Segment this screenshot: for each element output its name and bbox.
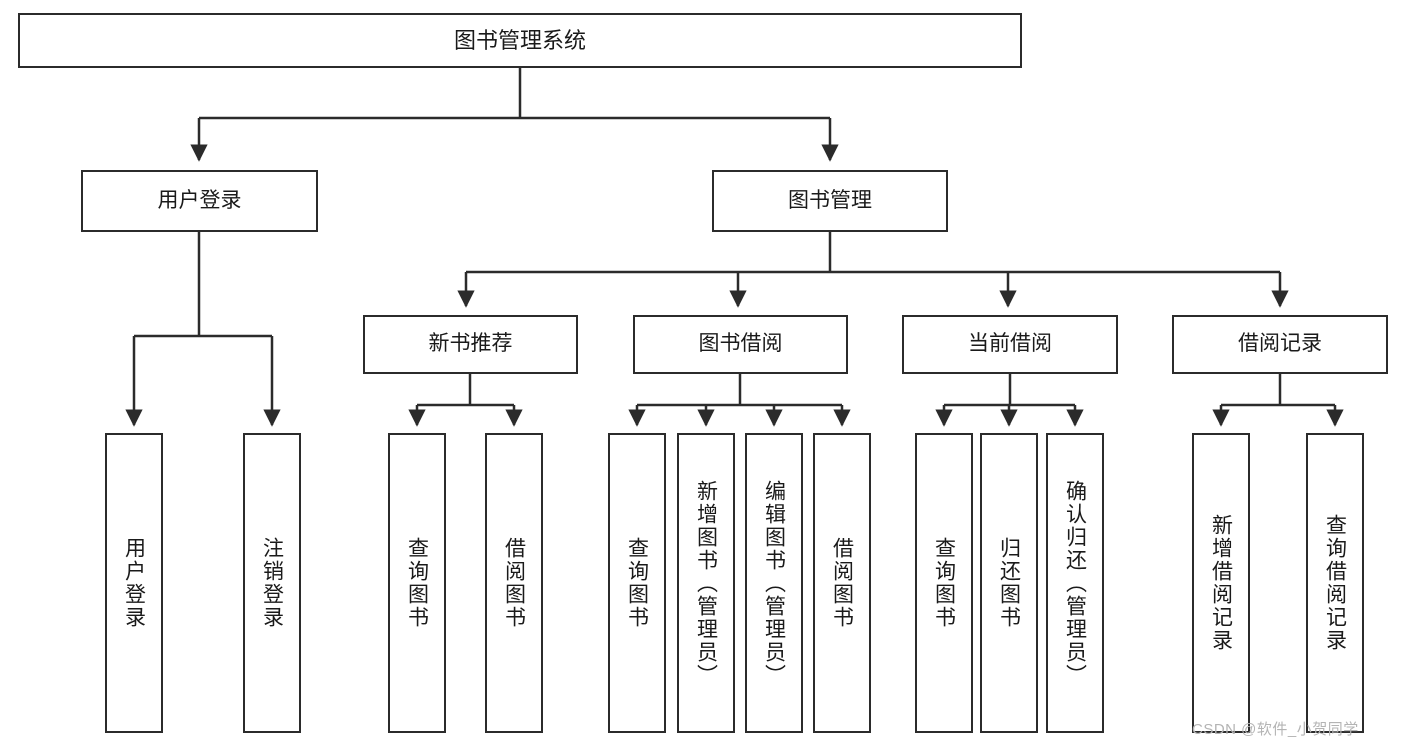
leaf-borrow-record-query[interactable]: 查询借阅记录: [1306, 433, 1364, 733]
node-label: 编辑图书（管理员）: [762, 479, 786, 687]
leaf-borrow-record-add[interactable]: 新增借阅记录: [1192, 433, 1250, 733]
node-label: 图书管理系统: [453, 27, 586, 53]
node-current-borrow[interactable]: 当前借阅: [902, 315, 1118, 374]
node-label: 确认归还（管理员）: [1063, 479, 1087, 687]
node-book-management-system[interactable]: 图书管理系统: [18, 13, 1022, 68]
leaf-user-login-logout[interactable]: 注销登录: [243, 433, 301, 733]
leaf-book-borrow-borrow[interactable]: 借阅图书: [813, 433, 871, 733]
node-label: 新书推荐: [428, 332, 513, 356]
node-label: 注销登录: [260, 537, 284, 629]
leaf-user-login-login[interactable]: 用户登录: [105, 433, 163, 733]
leaf-book-borrow-edit[interactable]: 编辑图书（管理员）: [745, 433, 803, 733]
leaf-book-borrow-add[interactable]: 新增图书（管理员）: [677, 433, 735, 733]
node-label: 查询借阅记录: [1323, 514, 1347, 652]
node-label: 图书借阅: [698, 332, 783, 356]
node-label: 用户登录: [157, 188, 242, 212]
node-label: 归还图书: [997, 537, 1021, 629]
leaf-current-borrow-confirm-return[interactable]: 确认归还（管理员）: [1046, 433, 1104, 733]
leaf-current-borrow-query[interactable]: 查询图书: [915, 433, 973, 733]
node-label: 图书管理: [788, 188, 872, 212]
node-label: 借阅记录: [1238, 332, 1322, 356]
node-book-management[interactable]: 图书管理: [712, 170, 948, 232]
leaf-new-book-borrow[interactable]: 借阅图书: [485, 433, 543, 733]
node-label: 用户登录: [122, 537, 146, 629]
node-label: 当前借阅: [968, 332, 1052, 356]
node-user-login[interactable]: 用户登录: [81, 170, 318, 232]
watermark-text: CSDN @软件_小贺同学: [1192, 721, 1359, 738]
leaf-current-borrow-return[interactable]: 归还图书: [980, 433, 1038, 733]
node-label: 查询图书: [932, 537, 956, 629]
node-book-borrow[interactable]: 图书借阅: [633, 315, 848, 374]
leaf-new-book-query[interactable]: 查询图书: [388, 433, 446, 733]
leaf-book-borrow-query[interactable]: 查询图书: [608, 433, 666, 733]
node-label: 新增图书（管理员）: [694, 479, 718, 687]
node-borrow-record[interactable]: 借阅记录: [1172, 315, 1388, 374]
node-new-book-recommend[interactable]: 新书推荐: [363, 315, 578, 374]
node-label: 借阅图书: [502, 537, 526, 629]
node-label: 新增借阅记录: [1209, 514, 1233, 652]
node-label: 查询图书: [405, 537, 429, 629]
node-label: 查询图书: [625, 537, 649, 629]
node-label: 借阅图书: [830, 537, 854, 629]
